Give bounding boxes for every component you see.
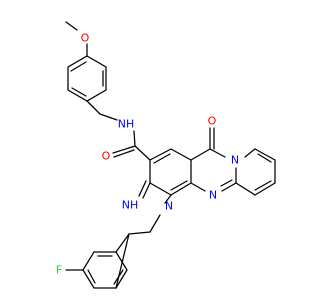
bond xyxy=(257,153,272,163)
bond xyxy=(190,182,206,192)
bond xyxy=(142,182,151,199)
atom-label-nh-imine: NH xyxy=(122,199,139,212)
bond xyxy=(65,21,78,31)
atom-label-f: F xyxy=(56,264,62,277)
bond xyxy=(133,130,136,147)
atom-label-n-ring-fused: N xyxy=(231,154,239,167)
bond xyxy=(70,61,87,72)
bond xyxy=(190,148,211,161)
bond xyxy=(113,269,124,285)
atom-label-layer: O NH O O N NH N N F xyxy=(56,32,239,277)
atom-label-o-amide: O xyxy=(102,150,111,163)
methoxyphenyl-ring xyxy=(67,55,107,102)
bond xyxy=(254,182,276,196)
bond xyxy=(113,149,135,158)
bond xyxy=(149,182,172,196)
atom-label-o-methoxy: O xyxy=(81,32,90,45)
bond xyxy=(170,148,192,161)
atom-label-nh-amide: NH xyxy=(118,118,135,131)
bond xyxy=(221,182,237,192)
bond xyxy=(99,113,118,121)
bond xyxy=(149,148,172,161)
bond xyxy=(87,269,96,284)
bond xyxy=(153,153,171,164)
structure-drawing: O NH O O N NH N N F xyxy=(56,21,276,289)
bond xyxy=(170,180,188,191)
bond xyxy=(170,182,192,196)
bond xyxy=(112,145,136,154)
atom-label-n-ring-2: N xyxy=(209,189,217,202)
bond xyxy=(128,231,151,235)
atom-label-o-keto: O xyxy=(208,115,217,128)
atom-label-n-ring-1: N xyxy=(165,200,173,213)
bond xyxy=(220,179,233,187)
bond xyxy=(71,87,87,97)
molecule-canvas: O NH O O N NH N N F xyxy=(55,21,276,289)
bond xyxy=(235,182,256,196)
bond xyxy=(149,214,161,233)
bond xyxy=(115,269,128,289)
bond-layer xyxy=(65,21,276,289)
bond xyxy=(164,194,172,204)
bond xyxy=(115,251,128,271)
bond xyxy=(254,148,276,161)
bond xyxy=(138,180,147,197)
bond xyxy=(134,145,151,161)
bond xyxy=(209,148,226,158)
bond xyxy=(86,100,101,115)
bond xyxy=(244,148,256,158)
bond xyxy=(254,180,272,191)
